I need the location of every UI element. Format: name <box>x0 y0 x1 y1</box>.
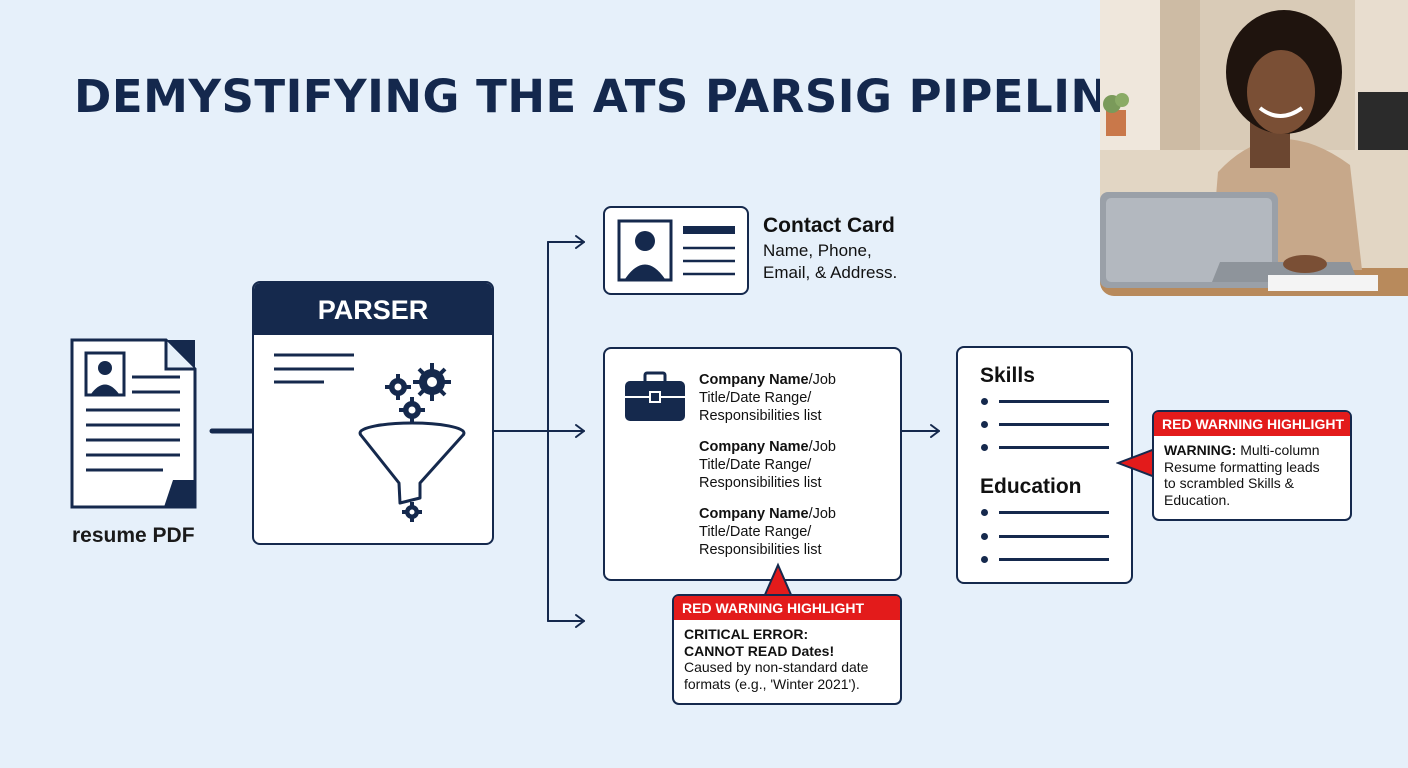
contact-card-icon <box>603 206 749 295</box>
date-warning-callout: RED WARNING HIGHLIGHT CRITICAL ERROR: CA… <box>672 594 902 705</box>
job-entry: Company Name/Job Title/Date Range/ Respo… <box>699 506 837 558</box>
funnel-gears-icon <box>274 353 466 522</box>
job-entry: Company Name/Job Title/Date Range/ Respo… <box>699 439 837 491</box>
skills-education-card: Skills Education <box>956 346 1133 584</box>
person-laptop-photo <box>1100 0 1408 296</box>
parser-title: PARSER <box>254 283 492 335</box>
work-experience-card: Company Name/Job Title/Date Range/ Respo… <box>603 347 902 581</box>
resume-document-icon <box>68 337 198 512</box>
contact-desc-line1: Name, Phone, <box>763 241 872 260</box>
parser-box: PARSER <box>252 281 494 545</box>
warning-header: RED WARNING HIGHLIGHT <box>674 596 900 620</box>
contact-card-description: Name, Phone, Email, & Address. <box>763 240 897 284</box>
warning-error-line: CRITICAL ERROR: <box>684 626 809 642</box>
job-entry: Company Name/Job Title/Date Range/ Respo… <box>699 372 837 424</box>
parser-body <box>254 335 492 543</box>
contact-desc-line2: Email, & Address. <box>763 263 898 282</box>
warning-pointer-icon <box>1116 447 1156 479</box>
briefcase-icon <box>625 371 685 421</box>
education-heading: Education <box>980 475 1082 498</box>
contact-card-title: Contact Card <box>763 214 895 237</box>
warning-error-line: CANNOT READ Dates! <box>684 642 835 659</box>
skills-heading: Skills <box>980 364 1035 387</box>
warning-detail-line: formats (e.g., 'Winter 2021'). <box>684 675 860 692</box>
warning-detail-line: Caused by non-standard date <box>684 659 869 675</box>
column-warning-callout: RED WARNING HIGHLIGHT WARNING: Multi-col… <box>1152 410 1352 521</box>
resume-pdf-label: resume PDF <box>72 524 195 547</box>
warning-pointer-icon <box>762 562 794 598</box>
warning-header: RED WARNING HIGHLIGHT <box>1154 412 1350 436</box>
diagram-title: DEMYSTIFYING THE ATS PARSIG PIPELINE <box>74 70 1140 123</box>
